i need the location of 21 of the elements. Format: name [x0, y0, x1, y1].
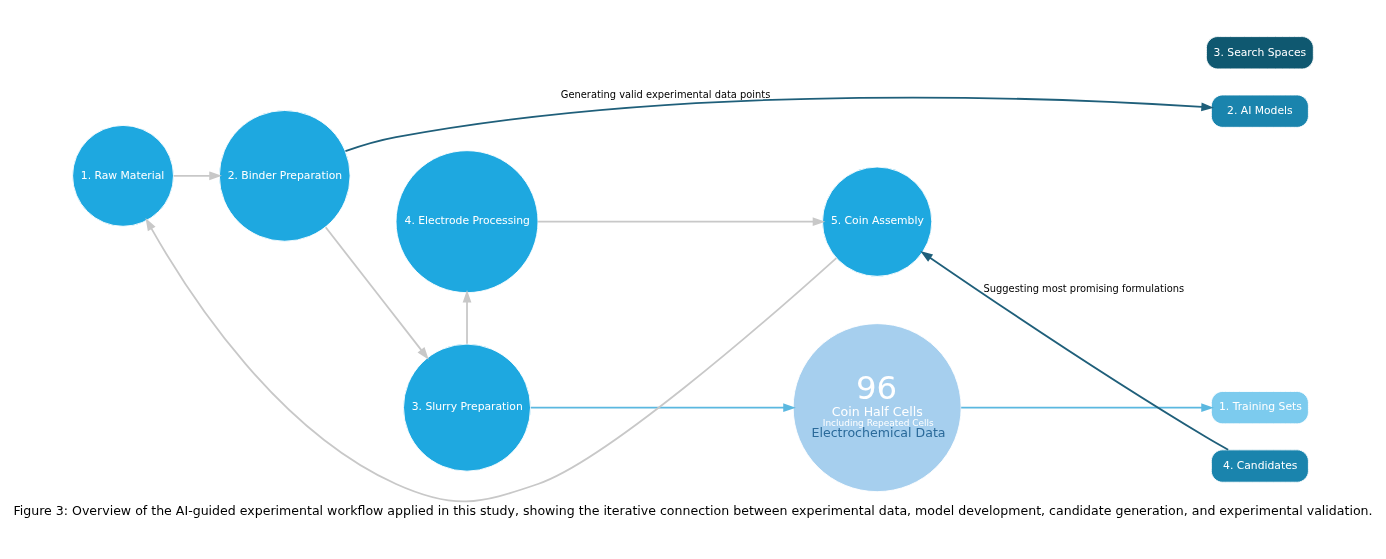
node-box: 2. AI Models [1210, 94, 1309, 128]
node-circle: 2. Binder Preparation [218, 110, 351, 242]
node-circle: 1. Raw Material [72, 124, 174, 227]
arrow [920, 250, 1230, 451]
arrow [529, 403, 796, 413]
node-box: 4. Candidates [1210, 449, 1309, 483]
edge-label: Suggesting most promising formulations [983, 283, 1185, 295]
node-box: 3. Search Spaces [1205, 36, 1314, 70]
arrow [462, 289, 472, 345]
edge-label: Generating valid experimental data points [560, 88, 771, 100]
arrow [537, 217, 826, 227]
arrow [172, 171, 222, 181]
arrow [344, 96, 1214, 153]
arrow [145, 218, 838, 503]
node-box: 1. Training Sets [1210, 391, 1309, 425]
node-circle: 96 Coin Half Cells Including Repeated Cells Electrochemical Data [792, 323, 962, 493]
arrow [324, 226, 429, 360]
caption: Figure 3: Overview of the AI-guided experimental workflow applied in this study, showing the iterative connection between experimental data, model development, candidate generation, and experimental validation. [13, 503, 1373, 519]
node-circle: 4. Electrode Processing [395, 150, 539, 294]
arrow [960, 403, 1214, 413]
node-circle: 3. Slurry Preparation [403, 343, 531, 472]
